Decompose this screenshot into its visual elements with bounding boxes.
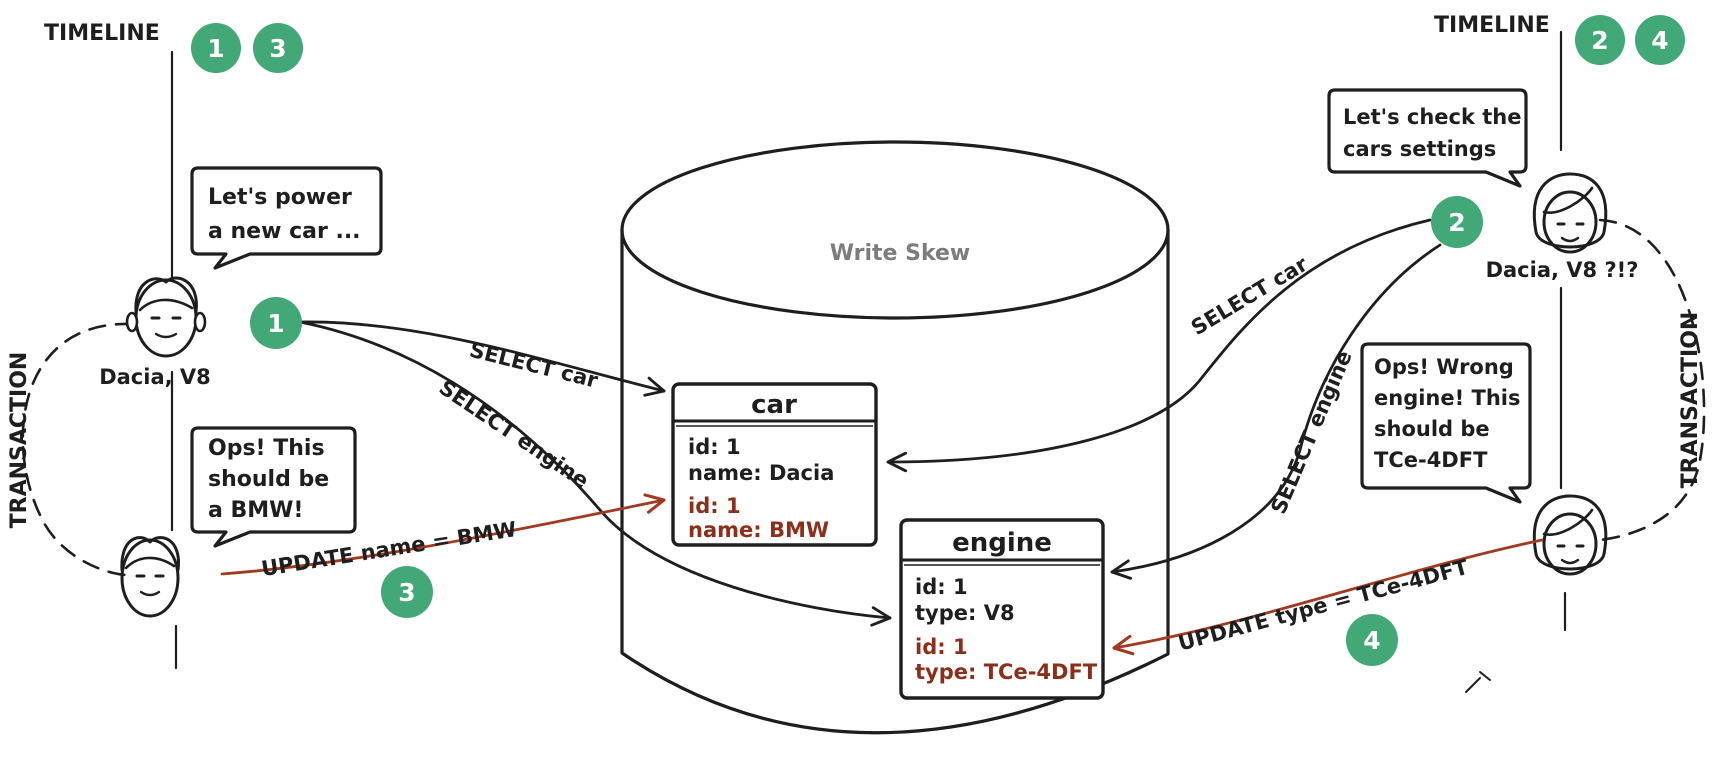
left-bubble-bottom-line2: should be [208, 467, 329, 492]
right-select-engine-label: SELECT engine [1266, 347, 1356, 517]
engine-table-title: engine [952, 528, 1052, 558]
right-timeline-badge-2 [1575, 15, 1625, 65]
right-bubble-bottom-line1: Ops! Wrong [1374, 355, 1514, 379]
right-timeline-badge-4 [1635, 15, 1685, 65]
step-badge-2 [1431, 196, 1483, 248]
car-row1-name: name: Dacia [688, 461, 834, 485]
step-badge-4 [1346, 614, 1398, 666]
right-bubble-bottom-line2: engine! This [1374, 386, 1520, 410]
left-select-car-arrow [298, 320, 666, 397]
right-bubble-top-line2: cars settings [1343, 137, 1496, 161]
right-timeline: TIMELINE 2 4 [1434, 13, 1685, 632]
right-bubble-bottom-line4: TCe-4DFT [1374, 448, 1488, 472]
right-update-label: UPDATE type = TCe-4DFT [1176, 555, 1472, 656]
left-person-bottom-avatar [120, 536, 180, 618]
right-person-top-caption: Dacia, V8 ?!? [1486, 258, 1639, 282]
engine-row2-id: id: 1 [915, 635, 968, 659]
left-timeline-badge-1 [191, 23, 241, 73]
left-person-top-avatar [125, 276, 207, 358]
engine-row2-type: type: TCe-4DFT [915, 660, 1098, 684]
right-select-car-arrow [886, 218, 1432, 473]
step-badge-1 [250, 297, 302, 349]
left-select-engine-arrow [298, 320, 892, 627]
right-select-car-label: SELECT car [1187, 252, 1312, 340]
right-timeline-label: TIMELINE [1434, 13, 1550, 38]
step-badge-3-label: 3 [398, 578, 415, 607]
left-timeline-badge-3-label: 3 [269, 34, 286, 63]
step-badge-1-label: 1 [267, 309, 284, 338]
right-timeline-badge-4-label: 4 [1651, 26, 1668, 55]
pen-mark [1465, 671, 1491, 693]
right-update-arrow [1112, 538, 1544, 656]
right-person-bottom-avatar [1532, 494, 1608, 576]
right-bubble-top-line1: Let's check the [1343, 105, 1522, 129]
right-transaction-label: TRANSACTION [1678, 312, 1703, 489]
diagram-title: Write Skew [830, 241, 971, 266]
left-bubble-top-line2: a new car ... [208, 219, 361, 244]
step-badge-3 [381, 566, 433, 618]
left-timeline: TIMELINE 1 3 [44, 21, 303, 670]
right-person-top-avatar [1532, 172, 1608, 254]
left-bubble-top-line1: Let's power [208, 185, 352, 210]
car-row1-id: id: 1 [688, 435, 741, 459]
left-bubble-bottom: Ops! This should be a BMW! [190, 426, 357, 548]
step-badge-2-label: 2 [1448, 208, 1465, 237]
left-select-car-label: SELECT car [467, 338, 601, 393]
left-transaction-loop [21, 322, 134, 577]
right-select-engine-arrow [1110, 243, 1442, 580]
engine-row1-id: id: 1 [915, 575, 968, 599]
left-timeline-badge-1-label: 1 [207, 34, 224, 63]
left-bubble-bottom-line3: a BMW! [208, 498, 303, 523]
right-bubble-bottom-line3: should be [1374, 417, 1490, 441]
left-bubble-top: Let's power a new car ... [190, 166, 383, 270]
left-bubble-bottom-line1: Ops! This [208, 436, 325, 461]
step-badge-4-label: 4 [1363, 626, 1380, 655]
left-timeline-label: TIMELINE [44, 21, 160, 46]
car-row2-id: id: 1 [688, 494, 741, 518]
engine-table: engine id: 1 type: V8 id: 1 type: TCe-4D… [899, 518, 1105, 700]
right-transaction-loop [1598, 218, 1706, 542]
left-update-arrow [220, 493, 666, 576]
car-table-title: car [751, 390, 797, 420]
right-timeline-badge-2-label: 2 [1591, 26, 1608, 55]
car-table: car id: 1 name: Dacia id: 1 name: BMW [671, 382, 878, 547]
left-transaction-label: TRANSACTION [7, 352, 32, 529]
right-bubble-bottom: Ops! Wrong engine! This should be TCe-4D… [1360, 342, 1532, 504]
car-row2-name: name: BMW [688, 518, 829, 542]
engine-row1-type: type: V8 [915, 601, 1015, 625]
left-timeline-badge-3 [253, 23, 303, 73]
right-bubble-top: Let's check the cars settings [1327, 88, 1528, 188]
left-person-top-caption: Dacia, V8 [99, 365, 211, 389]
left-select-engine-label: SELECT engine [435, 375, 593, 493]
